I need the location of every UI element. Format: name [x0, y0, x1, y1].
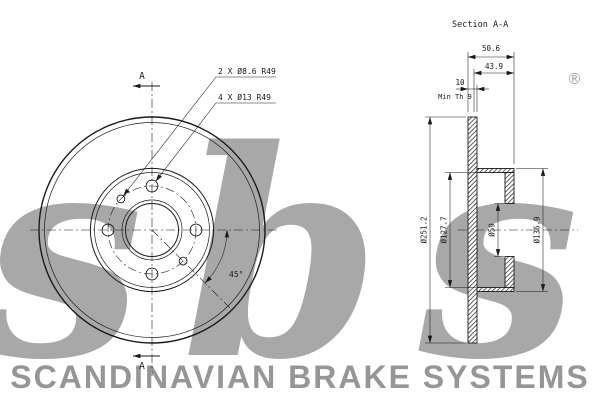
dim-thickness: 10 Min Th 9 — [438, 78, 489, 112]
hat-wall-top-section — [476, 168, 515, 173]
dim-hat-outer-diameter: Ø136.9 — [516, 168, 548, 292]
angle-arc — [204, 229, 230, 284]
disc-cross-section — [467, 116, 515, 344]
dim-label: 43.9 — [485, 62, 503, 71]
dim-label: 10 — [455, 78, 465, 87]
dim-label: Ø127.7 — [440, 216, 449, 243]
sbs-logo-watermark: sbs — [0, 88, 600, 400]
bolt-hole-left — [101, 223, 115, 237]
disc-inner-edge-circle — [44, 122, 260, 338]
dim-label: 50.6 — [482, 44, 501, 53]
dim-label: Ø136.9 — [533, 216, 542, 243]
bolt-hole-top — [145, 179, 159, 193]
section-letter: A — [139, 71, 145, 82]
leader-line — [123, 76, 276, 196]
section-view: Section A-A 50.6 43.9 — [420, 20, 578, 344]
leader-line — [155, 102, 276, 182]
dim-hat-inner-diameter: Ø127.7 — [440, 172, 476, 288]
registered-trademark-icon: ® — [567, 70, 582, 88]
section-letter: A — [139, 361, 145, 372]
bore-chamfer-circle — [121, 199, 183, 261]
dim-total-width: 50.6 — [467, 44, 515, 164]
hat-wall-bottom-section — [476, 287, 515, 292]
angle-label: 45° — [229, 270, 243, 279]
bolt-hole-bottom — [145, 267, 159, 281]
section-marker-top: A — [132, 71, 160, 89]
bolt-hole-right — [189, 223, 203, 237]
angle-dimension: 45° — [204, 229, 243, 284]
leader-small-holes: 2 X Ø8.6 R49 — [123, 66, 276, 196]
front-view: 2 X Ø8.6 R49 4 X Ø13 R49 45° A A — [30, 66, 280, 376]
dim-outer-diameter: Ø251.2 — [420, 116, 466, 344]
brand-footer-text: SCANDINAVIAN BRAKE SYSTEMS — [10, 359, 590, 395]
min-thickness-label: Min Th 9 — [438, 93, 472, 101]
dim-label: Ø251.2 — [420, 216, 429, 243]
pin-hole-upper-left — [116, 194, 126, 204]
pin-hole-lower-right — [178, 256, 188, 266]
disc-outer-edge-circle — [38, 116, 266, 344]
dim-hat-depth: 43.9 — [473, 62, 515, 112]
center-bore-circle — [125, 203, 179, 257]
hub-flange-top-section — [504, 172, 515, 204]
bolt-circle — [107, 185, 197, 275]
section-title: Section A-A — [452, 20, 508, 30]
small-holes-annotation: 2 X Ø8.6 R49 — [218, 66, 276, 76]
friction-disc-section — [467, 116, 478, 344]
large-holes-annotation: 4 X Ø13 R49 — [218, 92, 271, 102]
leader-large-holes: 4 X Ø13 R49 — [155, 92, 276, 182]
extension-lines — [467, 52, 515, 164]
dim-label: Ø59 — [488, 223, 497, 237]
section-marker-bottom: A — [132, 353, 160, 372]
45-degree-axis-line — [151, 229, 231, 309]
dim-bore-diameter: Ø59 — [488, 203, 504, 257]
hub-flange-bottom-section — [504, 256, 515, 288]
